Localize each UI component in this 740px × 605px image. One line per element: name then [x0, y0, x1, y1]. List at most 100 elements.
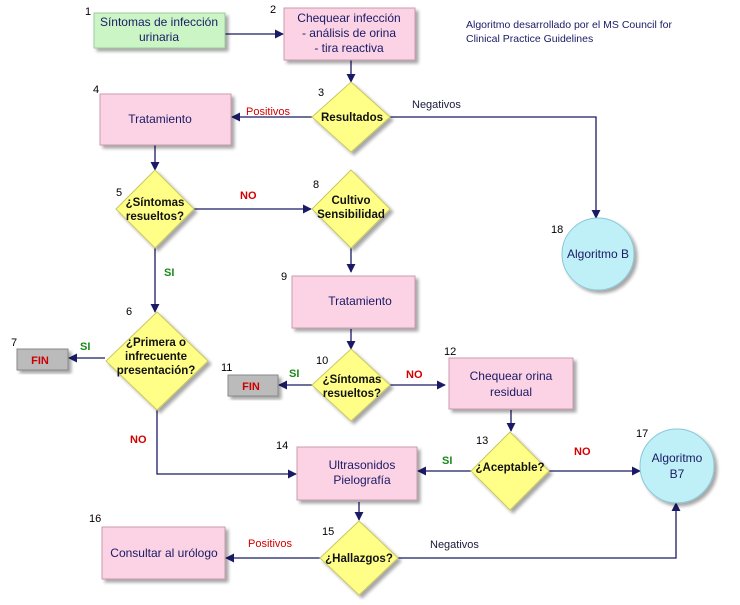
node-12-line-1: Chequear orina [470, 369, 553, 383]
node-8-line-2: Sensibilidad [317, 209, 385, 221]
node-13-number: 13 [476, 435, 488, 447]
node-16-shape [101, 526, 226, 580]
node-13-line-1: ¿Aceptable? [475, 462, 544, 474]
node-1-line-1: Síntomas de infección [100, 15, 218, 29]
node-5-shape [115, 169, 195, 249]
node-2-line-1: Chequear infección [297, 11, 400, 25]
node-15-hallazgos: 15 ¿Hallazgos? [319, 520, 399, 596]
edges [68, 29, 681, 563]
node-17-number: 17 [636, 428, 648, 440]
node-5-number: 5 [116, 187, 122, 199]
node-2-line-2: - análisis de orina [302, 26, 396, 40]
node-4-number: 4 [93, 84, 99, 96]
node-3-number: 3 [318, 87, 324, 99]
node-12-shape [448, 357, 574, 410]
node-10-line-2: resueltos? [323, 388, 381, 400]
node-15-number: 15 [322, 526, 334, 538]
node-10-sintomas-resueltos: 10 ¿Síntomas resueltos? [311, 348, 391, 422]
node-14-ultrasonidos-pielografia: 14 Ultrasonidos Pielografía [276, 440, 418, 501]
node-13-shape [470, 431, 550, 511]
node-3-resultados: 3 Resultados [311, 81, 391, 153]
node-4-line-1: Tratamiento [128, 112, 192, 126]
node-2-line-3: - tira reactiva [314, 41, 384, 55]
edge-label-13-14: SI [442, 455, 452, 467]
node-2-number: 2 [270, 4, 276, 16]
edge-label-15-16: Positivos [248, 538, 293, 550]
edge-label-15-17: Negativos [430, 539, 479, 551]
node-9-tratamiento: 9 Tratamiento [281, 271, 416, 329]
node-12-number: 12 [444, 346, 456, 358]
node-7-number: 7 [11, 337, 17, 349]
edge-label-6-14: NO [130, 434, 147, 446]
node-3-line-1: Resultados [321, 112, 383, 124]
node-7-fin: 7 FIN [11, 337, 69, 371]
node-17-shape [639, 428, 715, 504]
node-13-aceptable: 13 ¿Aceptable? [470, 431, 550, 511]
node-14-shape [296, 446, 418, 501]
node-6-number: 6 [126, 306, 132, 318]
node-1-shape [93, 12, 226, 49]
node-15-line-1: ¿Hallazgos? [325, 553, 393, 565]
node-6-line-3: presentación? [117, 365, 196, 377]
node-8-line-1: Cultivo [332, 195, 371, 207]
node-1-line-2: urinaria [139, 30, 179, 44]
node-18-algoritmo-b: 18 Algoritmo B [551, 217, 635, 291]
node-16-line-1: Consultar al urólogo [110, 546, 218, 560]
node-6-primera-presentacion: 6 ¿Primera o infrecuente presentación? [105, 306, 209, 411]
node-3-shape [311, 81, 391, 153]
node-11-fin: 11 FIN [221, 362, 279, 397]
edge-label-13-17: NO [574, 446, 591, 458]
node-8-number: 8 [313, 179, 319, 191]
node-17-line-1: Algoritmo [652, 451, 703, 465]
node-11-shape [227, 374, 279, 397]
node-14-line-2: Pielografía [333, 473, 391, 487]
node-11-line-1: FIN [242, 381, 260, 393]
node-7-line-1: FIN [31, 355, 49, 367]
node-18-number: 18 [551, 224, 563, 236]
node-9-shape [291, 275, 416, 329]
node-6-line-2: infrecuente [125, 351, 187, 363]
node-9-line-1: Tratamiento [328, 294, 392, 308]
edge-label-3-4: Positivos [246, 106, 291, 118]
node-4-tratamiento: 4 Tratamiento [93, 84, 232, 146]
node-11-number: 11 [221, 362, 232, 374]
edge-label-5-8: NO [240, 190, 257, 202]
edge-label-6-7: SI [80, 341, 90, 353]
edge-15-17 [398, 502, 681, 559]
node-18-line-1: Algoritmo B [567, 247, 629, 261]
node-15-shape [319, 520, 399, 596]
node-18-shape [561, 217, 635, 291]
node-12-chequear-orina-residual: 12 Chequear orina residual [444, 346, 574, 410]
node-12-line-2: residual [490, 385, 532, 399]
node-5-sintomas-resueltos: 5 ¿Síntomas resueltos? [115, 169, 195, 249]
node-16-consultar-urologo: 16 Consultar al urólogo [89, 513, 226, 580]
author-note-line-2: Clinical Practice Guidelines [466, 33, 593, 45]
node-17-algoritmo-b7: 17 Algoritmo B7 [636, 428, 715, 504]
edge-3-18 [390, 116, 601, 219]
node-1-number: 1 [85, 6, 91, 18]
node-10-number: 10 [316, 355, 328, 367]
edge-label-10-11: SI [289, 368, 299, 380]
edge-label-10-12: NO [406, 369, 423, 381]
node-2-chequear-infeccion: 2 Chequear infección - análisis de orina… [270, 4, 416, 61]
node-7-shape [16, 348, 69, 371]
node-17-line-2: B7 [670, 467, 685, 481]
node-14-line-1: Ultrasonidos [329, 458, 396, 472]
node-14-number: 14 [276, 440, 288, 452]
node-9-number: 9 [281, 271, 287, 283]
node-6-line-1: ¿Primera o [126, 337, 186, 349]
edge-label-3-18: Negativos [412, 99, 461, 111]
node-10-shape [311, 348, 391, 422]
author-note-line-1: Algoritmo desarrollado por el MS Council… [466, 19, 673, 31]
node-2-shape [283, 7, 416, 61]
edge-labels: Positivos Negativos NO SI SI NO SI NO SI… [80, 99, 591, 551]
node-16-number: 16 [89, 513, 101, 525]
node-8-shape [311, 169, 391, 249]
node-5-line-1: ¿Síntomas [126, 197, 185, 209]
node-5-line-2: resueltos? [126, 211, 184, 223]
author-note: Algoritmo desarrollado por el MS Council… [466, 19, 673, 45]
node-8-cultivo-sensibilidad: 8 Cultivo Sensibilidad [311, 169, 391, 249]
node-6-shape [105, 311, 209, 411]
